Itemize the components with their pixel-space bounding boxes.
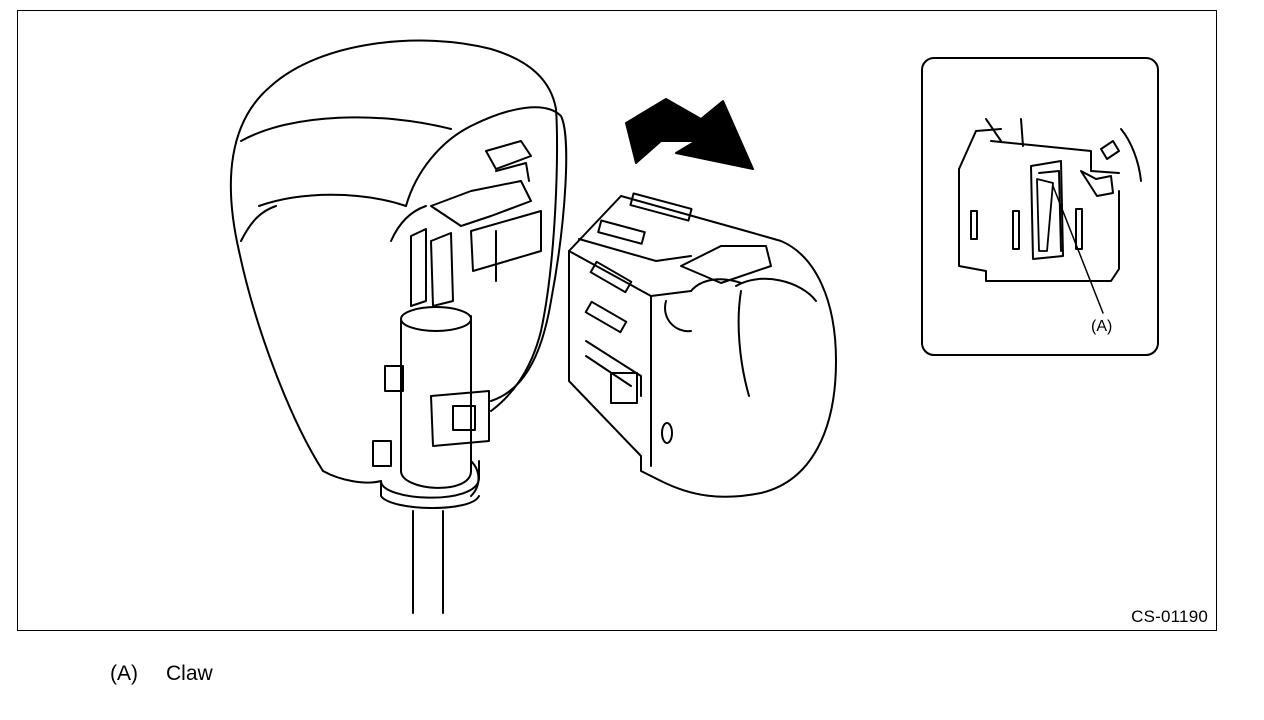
lever-shaft [412,510,444,614]
legend-label: Claw [166,662,213,685]
shift-knob [229,39,568,509]
inset-detail [921,57,1159,356]
legend-item: (A) Claw [110,662,213,686]
knob-cover [568,192,837,498]
diagram-illustration: (A) [229,39,1159,614]
direction-arrow [625,98,754,170]
figure-code: CS-01190 [1131,607,1208,626]
figure-frame: (A) CS-01190 [17,10,1217,631]
callout-label: (A) [1091,318,1112,335]
legend-key: (A) [110,662,138,685]
